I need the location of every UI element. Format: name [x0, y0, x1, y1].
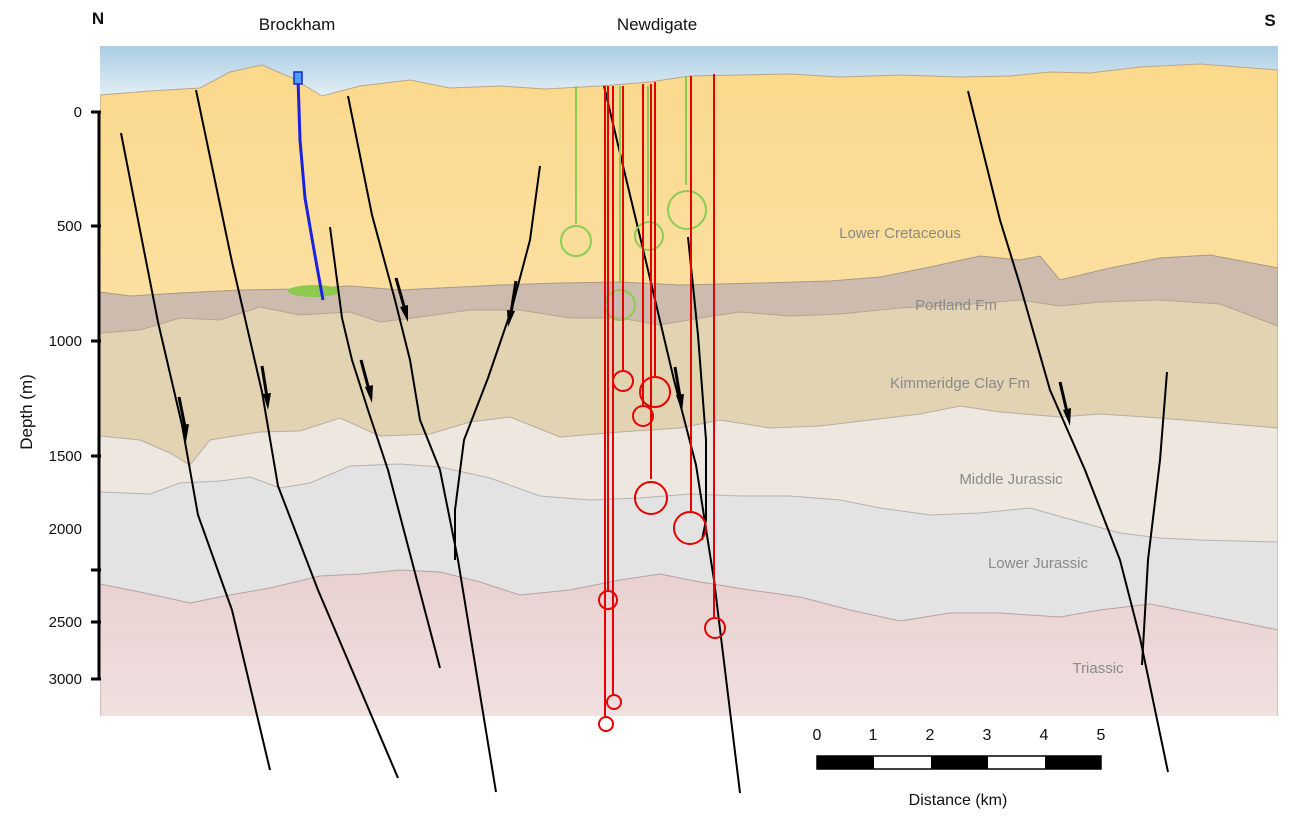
red-well: [704, 74, 726, 639]
green-well: [667, 76, 707, 230]
fault-line: [454, 165, 541, 560]
throw-arrow: [394, 277, 408, 322]
strata: [100, 46, 1278, 716]
depth-axis-label: Depth (m): [17, 374, 36, 450]
depth-tick-label: 500: [57, 218, 82, 235]
scale-tick-label: 1: [869, 727, 878, 744]
fault-line: [329, 226, 441, 669]
depth-tick-label: 2000: [49, 521, 82, 538]
scale-bar-label: Distance (km): [909, 792, 1008, 809]
depth-tick-label: 0: [74, 104, 82, 121]
depth-tick-label: 1000: [49, 333, 82, 350]
north-label: N: [92, 9, 104, 28]
layer-label-lower-jurassic: Lower Jurassic: [988, 555, 1089, 572]
fault-line: [687, 236, 707, 541]
layer-label-middle-jurassic: Middle Jurassic: [959, 471, 1063, 488]
red-well: [632, 84, 654, 427]
fault-line: [120, 132, 271, 771]
throw-arrow: [359, 359, 373, 403]
depth-tick-label: 2500: [49, 614, 82, 631]
fault-line: [967, 90, 1169, 773]
red-wells: [598, 74, 726, 732]
red-well: [606, 86, 622, 710]
wellhead-marker: [293, 71, 303, 85]
scale-tick-label: 4: [1040, 727, 1049, 744]
oil-lens: [288, 285, 340, 297]
green-well: [634, 86, 664, 251]
throw-arrow: [507, 280, 518, 327]
red-well: [673, 76, 707, 545]
red-well: [639, 82, 671, 408]
depth-tick-label: 3000: [49, 671, 82, 688]
throw-arrow: [673, 366, 684, 412]
throw-arrow: [1058, 381, 1071, 426]
layer-label-portland: Portland Fm: [915, 297, 997, 314]
green-well: [560, 86, 592, 257]
layer-triassic: [100, 569, 1278, 716]
scale-bar: 0 1 2 3 4 5 Distance (km): [813, 727, 1106, 809]
green-wells: [560, 76, 707, 321]
fault-arrows: [177, 277, 1071, 442]
scale-tick-label: 0: [813, 727, 822, 744]
scale-tick-label: 3: [983, 727, 992, 744]
layer-label-lower-cretaceous: Lower Cretaceous: [839, 225, 961, 242]
fault-line: [195, 89, 399, 779]
layer-label-triassic: Triassic: [1072, 660, 1124, 677]
depth-tick-label: 1500: [49, 448, 82, 465]
red-well: [634, 84, 668, 515]
south-label: S: [1264, 11, 1275, 30]
red-well: [612, 86, 634, 392]
scale-tick-label: 2: [926, 727, 935, 744]
blue-well: [293, 71, 325, 301]
location-brockham: Brockham: [259, 15, 336, 34]
depth-axis: [91, 110, 101, 681]
throw-arrow: [260, 365, 271, 410]
layer-label-kimmeridge: Kimmeridge Clay Fm: [890, 375, 1030, 392]
red-well: [598, 86, 614, 732]
scale-tick-label: 5: [1097, 727, 1106, 744]
red-well: [598, 86, 618, 610]
location-newdigate: Newdigate: [617, 15, 697, 34]
depth-tick-labels: 0 500 1000 1500 2000 2500 3000: [49, 104, 82, 688]
throw-arrow: [177, 396, 189, 442]
fault-line: [1141, 371, 1168, 666]
